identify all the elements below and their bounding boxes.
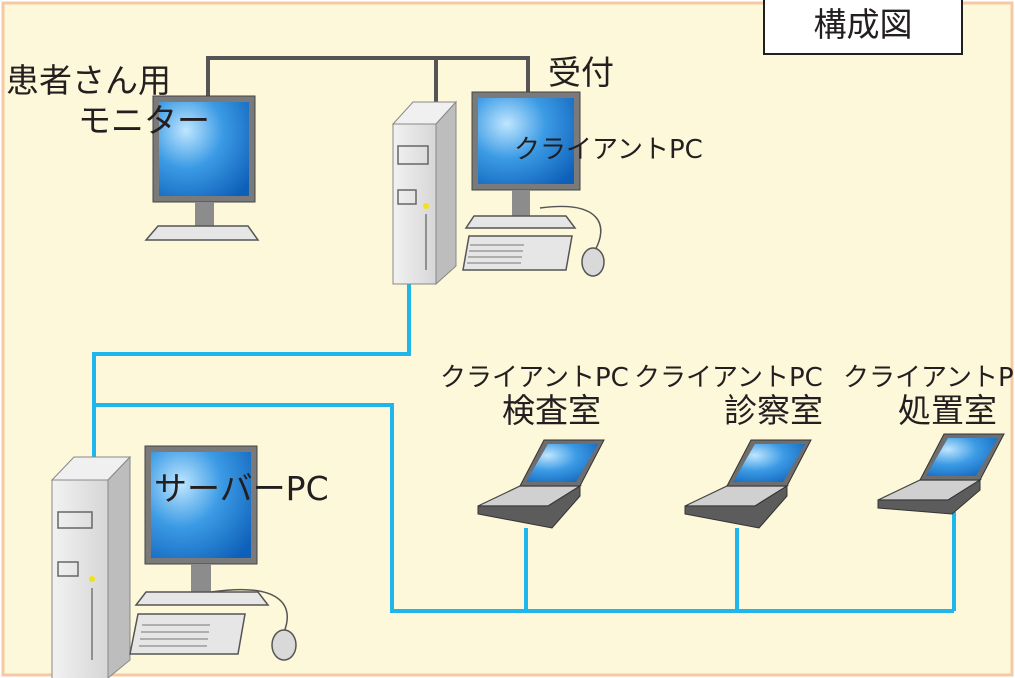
reception-monitor-screen (478, 98, 574, 184)
patient-monitor-label-line1: 患者さん用 (6, 61, 171, 100)
reception-keyboard (462, 235, 573, 271)
laptop-2 (684, 439, 812, 529)
reception-client-label: クライアントPC (514, 135, 703, 165)
laptop-2-client-label: クライアントPC (634, 363, 823, 393)
patient-monitor (144, 95, 260, 241)
server-keyboard (129, 613, 246, 655)
server-monitor (134, 445, 270, 606)
reception-monitor (464, 91, 581, 229)
server-mouse-cable (210, 588, 288, 633)
server-monitor-screen (151, 452, 251, 558)
diagram-title: 構成図 (814, 5, 913, 44)
laptop-2-room-label: 診察室 (724, 391, 823, 430)
patient-monitor-label-line2: モニター (78, 101, 210, 140)
laptop-3-client-label: クライアントPC (843, 363, 1015, 393)
server-mouse (271, 629, 297, 661)
reception-tower (391, 100, 458, 286)
monitor-cable (206, 56, 530, 104)
laptop-3 (877, 433, 1005, 515)
laptop-1-screen (526, 444, 598, 482)
laptop-1 (477, 439, 605, 529)
server-tower (50, 455, 132, 678)
reception-label: 受付 (548, 53, 614, 92)
laptop-1-client-label: クライアントPC (440, 363, 629, 393)
title-box: 構成図 (763, 0, 963, 55)
laptop-1-room-label: 検査室 (502, 391, 601, 430)
patient-monitor-screen (159, 102, 249, 196)
server-label: サーバーPC (154, 469, 329, 508)
network-lines (92, 284, 956, 613)
laptop-2-screen (733, 444, 805, 482)
laptop-3-screen (926, 438, 998, 476)
reception-mouse (581, 247, 605, 277)
reception-mouse-cable (539, 205, 602, 253)
laptop-3-room-label: 処置室 (898, 391, 997, 430)
